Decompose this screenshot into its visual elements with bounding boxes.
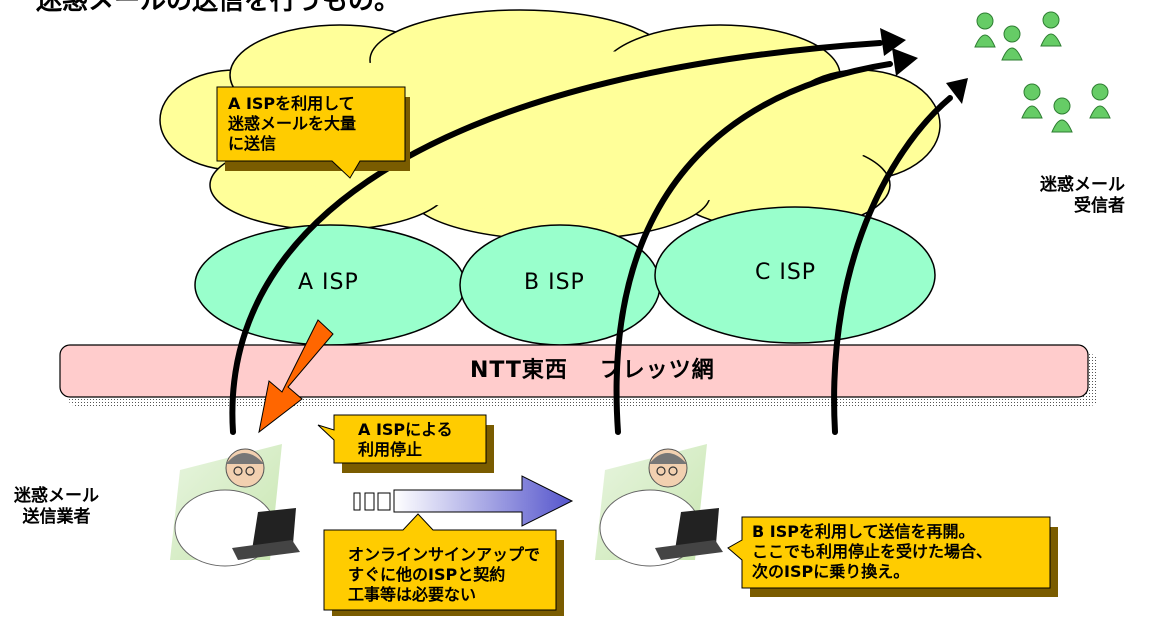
callout-b-isp-resume-shape xyxy=(727,516,1058,597)
callout-b-isp-resume: B ISPを利用して送信を再開。 ここでも利用停止を受けた場合、 次のISPに乗… xyxy=(752,522,993,581)
transfer-arrow xyxy=(353,475,574,527)
isp-a-label: A ISP xyxy=(298,270,359,295)
stop-warning-arrow xyxy=(258,319,334,434)
page-title: 迷惑メールの送信を行うもの。 xyxy=(36,0,401,16)
receiver-people-icon xyxy=(974,11,1111,133)
callout-a-isp-stop-shape xyxy=(317,414,494,473)
mail-route-arrowheads xyxy=(880,28,968,104)
network-band-label: NTT東西 フレッツ網 xyxy=(470,358,715,383)
isp-b-label: B ISP xyxy=(524,270,585,295)
isp-c-label: C ISP xyxy=(755,260,817,285)
callout-online-signup: オンラインサインアップで すぐに他のISPと契約 工事等は必要ない xyxy=(348,545,541,604)
network-band xyxy=(59,344,1089,398)
callout-online-signup-shape xyxy=(323,513,564,616)
callout-a-isp-stop: A ISPによる 利用停止 xyxy=(358,420,453,459)
sender-label: 迷惑メール 送信業者 xyxy=(14,486,99,527)
callout-a-isp-usage: A ISPを利用して 迷惑メールを大量 に送信 xyxy=(228,94,357,153)
sender-person-a xyxy=(170,444,300,567)
receiver-label: 迷惑メール 受信者 xyxy=(1040,175,1125,216)
sender-person-b xyxy=(595,444,723,567)
isp-c-oval xyxy=(654,206,936,344)
callout-a-isp-usage-shape xyxy=(216,86,410,179)
